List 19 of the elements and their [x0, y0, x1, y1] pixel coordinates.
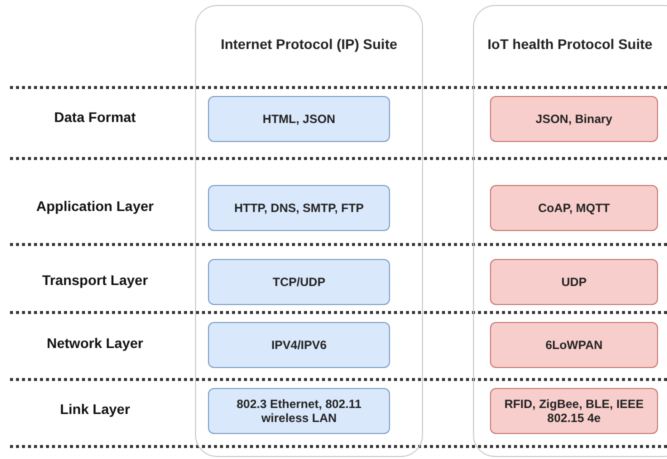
column-panel	[195, 5, 423, 457]
protocol-box: HTML, JSON	[208, 96, 390, 142]
protocol-box: 802.3 Ethernet, 802.11 wireless LAN	[208, 388, 390, 434]
layer-label: Data Format	[53, 109, 137, 125]
protocol-box: UDP	[490, 259, 658, 305]
column-panel	[473, 5, 667, 457]
protocol-box: 6LoWPAN	[490, 322, 658, 368]
layer-label: Link Layer	[58, 401, 132, 417]
protocol-box: TCP/UDP	[208, 259, 390, 305]
layer-label: Network Layer	[46, 335, 144, 351]
column-heading: IoT health Protocol Suite	[486, 36, 654, 52]
protocol-box: RFID, ZigBee, BLE, IEEE 802.15 4e	[490, 388, 658, 434]
layer-label: Application Layer	[35, 198, 155, 214]
column-heading: Internet Protocol (IP) Suite	[220, 36, 398, 52]
layer-label: Transport Layer	[41, 272, 149, 288]
protocol-box: CoAP, MQTT	[490, 185, 658, 231]
protocol-box: JSON, Binary	[490, 96, 658, 142]
protocol-box: HTTP, DNS, SMTP, FTP	[208, 185, 390, 231]
protocol-box: IPV4/IPV6	[208, 322, 390, 368]
